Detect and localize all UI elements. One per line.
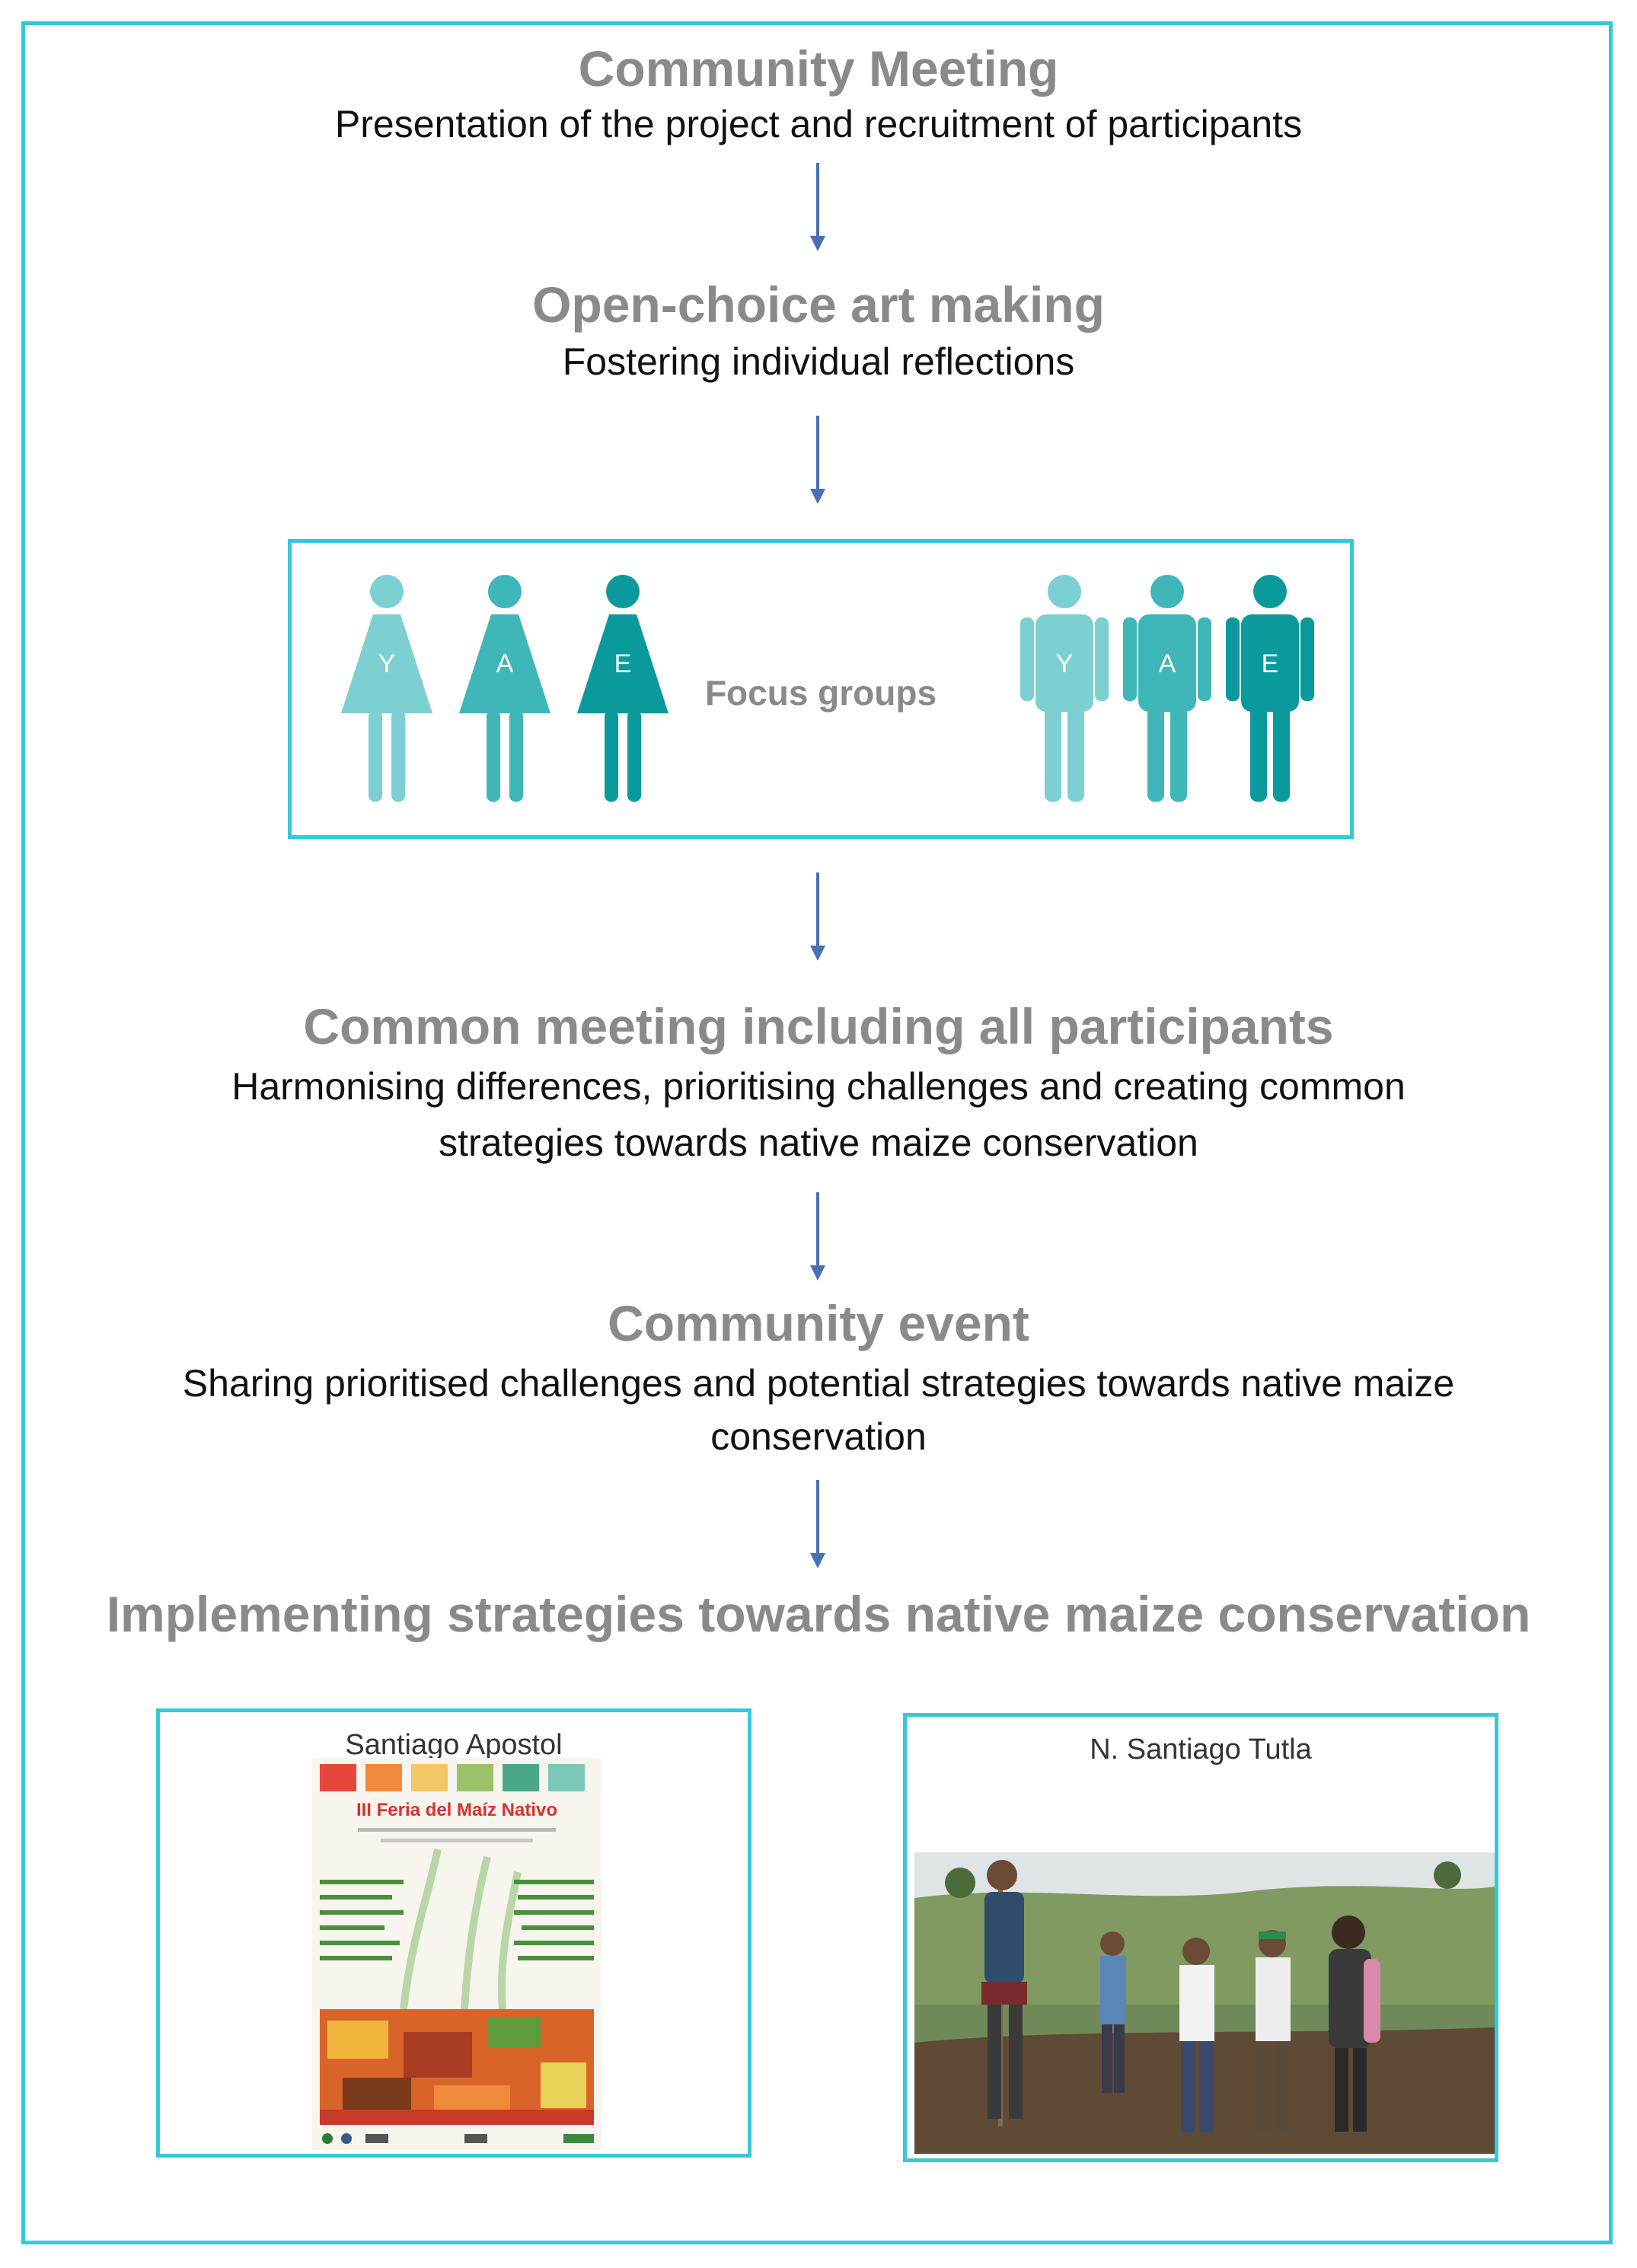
man-adult-icon: A xyxy=(1123,575,1211,802)
focus-groups-label: Focus groups xyxy=(704,673,937,713)
step-subtitle-community-event-line2: conservation xyxy=(710,1415,927,1458)
maize-fair-poster-image: III Feria del Maíz Nativo xyxy=(312,1758,602,2150)
step-subtitle-common-meeting-line2: strategies towards native maize conserva… xyxy=(439,1121,1198,1164)
woman-elder-letter: E xyxy=(614,649,632,678)
step-title-art-making: Open-choice art making xyxy=(532,276,1105,333)
step-subtitle-community-meeting: Presentation of the project and recruitm… xyxy=(334,103,1303,145)
photo-caption: N. Santiago Tutla xyxy=(1090,1734,1312,1766)
step-subtitle-community-event-line1: Sharing prioritised challenges and poten… xyxy=(182,1362,1455,1405)
man-elder-icon: E xyxy=(1226,575,1314,802)
field-work-photo xyxy=(914,1852,1495,2154)
step-subtitle-common-meeting-line1: Harmonising differences, prioritising ch… xyxy=(231,1065,1406,1108)
outer-frame xyxy=(21,21,1613,2244)
focus-groups-box: Focus groups Y A E Y A xyxy=(288,539,1354,839)
step-title-community-event: Community event xyxy=(608,1295,1029,1351)
arrow-down-icon xyxy=(810,1480,825,1568)
poster-image-box: Santiago Apostol III Feria del Maíz Nati… xyxy=(156,1708,751,2158)
field-photo-box: N. Santiago Tutla xyxy=(903,1713,1498,2162)
woman-adult-letter: A xyxy=(496,649,514,678)
arrow-down-icon xyxy=(810,1192,825,1281)
man-adult-letter: A xyxy=(1159,649,1176,678)
arrow-down-icon xyxy=(810,416,825,504)
step-title-community-meeting: Community Meeting xyxy=(578,40,1059,97)
poster-heading: III Feria del Maíz Nativo xyxy=(356,1800,557,1820)
step-subtitle-art-making: Fostering individual reflections xyxy=(562,340,1075,383)
arrow-down-icon xyxy=(810,163,825,251)
woman-young-icon: Y xyxy=(341,575,432,802)
man-elder-letter: E xyxy=(1262,649,1279,678)
man-young-icon: Y xyxy=(1020,575,1109,802)
poster-caption: Santiago Apostol xyxy=(345,1729,563,1761)
woman-adult-icon: A xyxy=(459,575,550,802)
man-young-letter: Y xyxy=(1056,649,1074,678)
step-title-common-meeting: Common meeting including all participant… xyxy=(303,998,1334,1054)
woman-elder-icon: E xyxy=(577,575,669,802)
step-title-implementing: Implementing strategies towards native m… xyxy=(106,1586,1531,1642)
arrow-down-icon xyxy=(810,872,825,961)
woman-young-letter: Y xyxy=(378,649,396,678)
